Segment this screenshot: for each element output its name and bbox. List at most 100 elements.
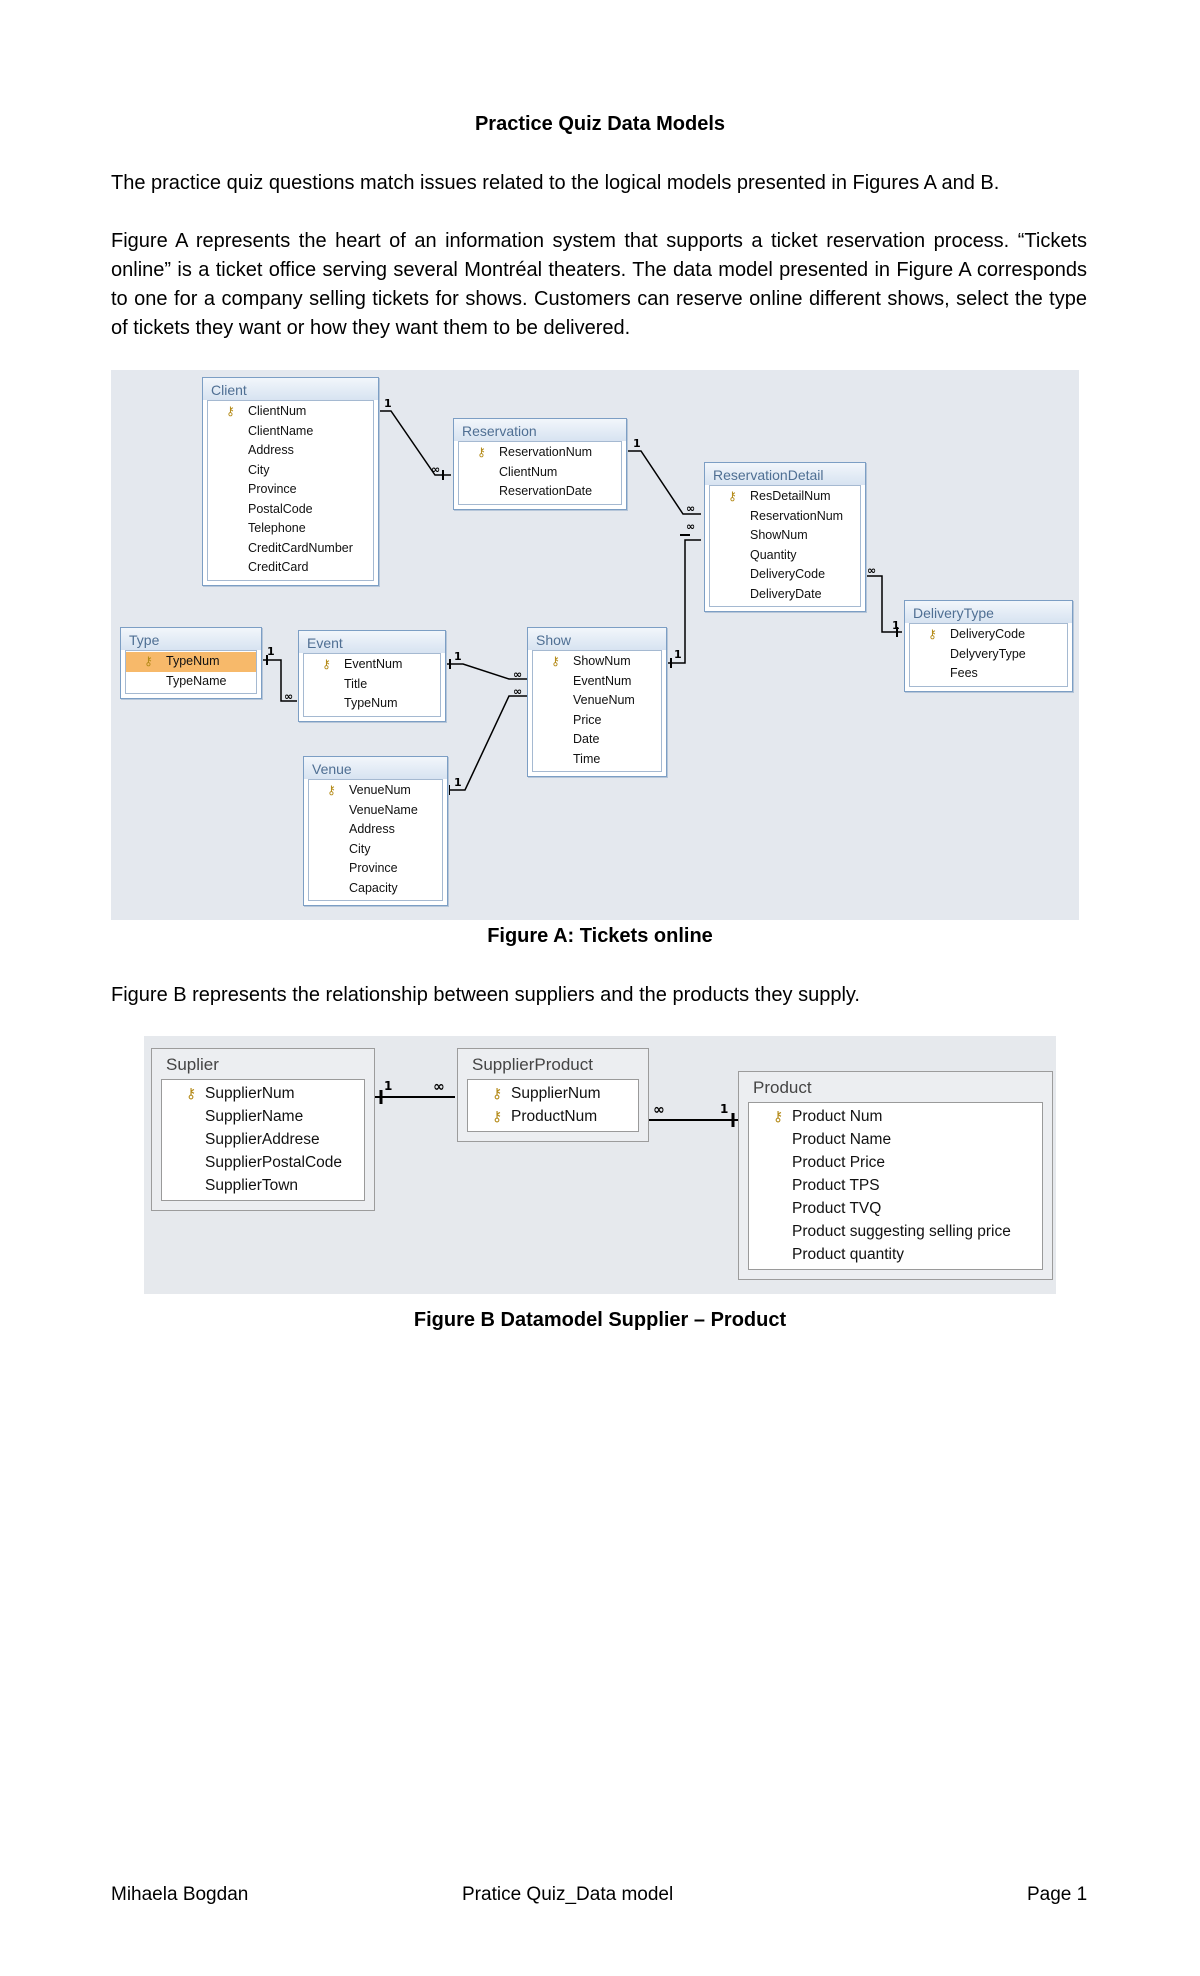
key-icon: ⚷ [477,445,486,459]
primary-key-field-row[interactable]: ⚷ShowNum [533,652,661,672]
key-icon: ⚷ [144,654,153,668]
field-name: Address [248,443,294,457]
field-row[interactable]: City [309,840,442,860]
field-name: ClientNum [499,464,558,479]
field-row[interactable]: Product TVQ [749,1197,1042,1220]
field-row[interactable]: SupplierTown [162,1174,364,1197]
field-row[interactable]: CreditCardNumber [208,539,373,559]
field-name: ResDetailNum [750,489,831,503]
field-row[interactable]: ClientNum [459,463,621,483]
field-name: VenueNum [349,783,411,797]
field-name: Capacity [349,880,398,895]
field-row[interactable]: Product quantity [749,1243,1042,1266]
field-row[interactable]: Price [533,711,661,731]
delivery-type-table-header: DeliveryType [905,601,1072,623]
supplier-product-table[interactable]: SupplierProduct ⚷SupplierNum⚷ProductNum [457,1048,649,1142]
field-row[interactable]: DeliveryDate [710,585,860,605]
primary-key-field-row[interactable]: ⚷ProductNum [468,1105,638,1128]
field-row[interactable]: Fees [910,664,1067,684]
primary-key-field-row[interactable]: ⚷ SupplierNum [162,1082,364,1105]
primary-key-field-row[interactable]: ⚷SupplierNum [468,1082,638,1105]
field-row[interactable]: Address [208,441,373,461]
field-name: Product TVQ [792,1200,882,1217]
field-name: Price [573,712,602,727]
field-row[interactable]: Product Name [749,1128,1042,1151]
primary-key-field-row[interactable]: ⚷ReservationNum [459,443,621,463]
primary-key-field-row[interactable]: ⚷ResDetailNum [710,487,860,507]
field-row[interactable]: Product TPS [749,1174,1042,1197]
supplier-product-field-list: ⚷SupplierNum⚷ProductNum [467,1079,639,1132]
field-row[interactable]: SupplierName [162,1105,364,1128]
field-row[interactable]: DelyveryType [910,645,1067,665]
field-row[interactable]: Product Price [749,1151,1042,1174]
field-name: ReservationDate [499,484,593,498]
detail-delivery-one-label: 1 [892,619,900,632]
field-row[interactable]: EventNum [533,672,661,692]
field-name: SupplierAddrese [205,1131,320,1148]
field-name: Title [344,676,368,691]
field-row[interactable]: ReservationDate [459,482,621,502]
key-icon: ⚷ [773,1108,784,1124]
field-row[interactable]: Quantity [710,546,860,566]
field-name: DeliveryCode [950,627,1026,641]
key-icon: ⚷ [928,627,937,641]
field-row[interactable]: VenueName [309,801,442,821]
suplier-link-many-label: ∞ [433,1079,445,1095]
field-row[interactable]: PostalCode [208,500,373,520]
field-name: Product Price [792,1154,886,1171]
field-row[interactable]: TypeName [126,672,256,692]
field-row[interactable]: Address [309,820,442,840]
field-name: SupplierNum [205,1085,295,1102]
field-row[interactable]: CreditCard [208,558,373,578]
field-row[interactable]: Telephone [208,519,373,539]
field-row[interactable]: ClientName [208,422,373,442]
primary-key-field-row[interactable]: ⚷TypeNum [126,652,256,672]
show-detail-many-label: ∞ [686,520,695,533]
field-row[interactable]: City [208,461,373,481]
key-icon: ⚷ [186,1085,197,1101]
field-row[interactable]: Time [533,750,661,770]
figure-a-description: Figure A represents the heart of an info… [111,230,1087,339]
field-name: Time [573,751,601,766]
figure-a-relationship-lines: 1 ∞ 1 ∞ ∞ 1 ∞ 1 1 ∞ 1 ∞ ∞ 1 [262,397,902,795]
field-row[interactable]: Date [533,730,661,750]
primary-key-field-row[interactable]: ⚷Product Num [749,1105,1042,1128]
primary-key-field-row[interactable]: ⚷EventNum [304,655,440,675]
page-title: Practice Quiz Data Models [474,113,726,135]
field-row[interactable]: VenueNum [533,691,661,711]
field-row[interactable]: Province [309,859,442,879]
field-row[interactable]: ShowNum [710,526,860,546]
primary-key-field-row[interactable]: ⚷VenueNum [309,781,442,801]
field-row[interactable]: Title [304,675,440,695]
field-name: CreditCard [248,560,309,574]
field-row[interactable]: SupplierPostalCode [162,1151,364,1174]
field-row[interactable]: Province [208,480,373,500]
field-row[interactable]: TypeNum [304,694,440,714]
suplier-table-header: Suplier [166,1055,219,1074]
field-row[interactable]: SupplierAddrese [162,1128,364,1151]
venue-table-header: Venue [304,757,447,779]
field-row[interactable]: ReservationNum [710,507,860,527]
field-row[interactable]: Product suggesting selling price [749,1220,1042,1243]
product-link-one-label: 1 [720,1102,728,1116]
field-name: ReservationNum [750,508,844,523]
field-row[interactable]: Capacity [309,879,442,899]
primary-key-field-row[interactable]: ⚷ClientNum [208,402,373,422]
field-name: Product TPS [792,1177,880,1194]
field-row[interactable]: DeliveryCode [710,565,860,585]
primary-key-field-row[interactable]: ⚷ DeliveryCode [910,625,1067,645]
intro-paragraph: The practice quiz questions match issues… [111,172,1000,194]
reservation-detail-table-header: ReservationDetail [705,463,865,485]
